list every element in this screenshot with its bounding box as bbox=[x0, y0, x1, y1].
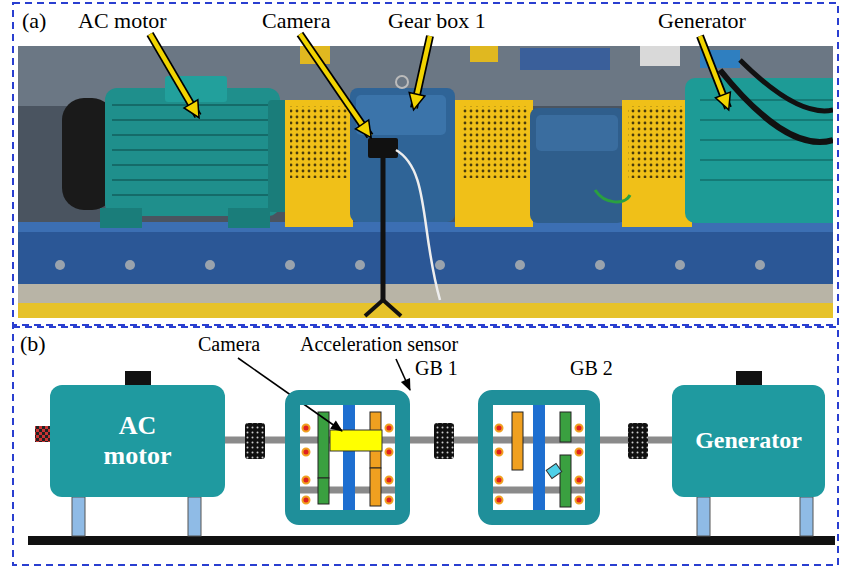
gearbox-heading: GB 1 bbox=[415, 357, 458, 380]
panel-frame bbox=[13, 327, 838, 565]
part-label: Acceleration sensor bbox=[300, 333, 458, 356]
gearbox-1-internals bbox=[290, 392, 405, 523]
machine-name: Generator bbox=[695, 427, 802, 455]
drive-shaft bbox=[600, 437, 672, 444]
part-label: AC motor bbox=[78, 8, 167, 33]
part-label: Gear box 1 bbox=[388, 8, 486, 33]
end-coupling bbox=[35, 426, 51, 442]
part-label: Camera bbox=[262, 8, 330, 33]
drive-shaft bbox=[410, 437, 478, 444]
panel-tag: (b) bbox=[20, 331, 46, 356]
gearbox-2-internals bbox=[483, 392, 595, 523]
callout-arrows bbox=[150, 34, 728, 136]
drive-shaft bbox=[225, 437, 285, 444]
machine-box: AC motor bbox=[50, 385, 225, 497]
photo-scene bbox=[18, 46, 833, 318]
gearbox-heading: GB 2 bbox=[570, 357, 613, 380]
gearbox-housing: GB 2 bbox=[478, 390, 600, 525]
machine-name: AC motor bbox=[96, 411, 180, 471]
panel-frame bbox=[13, 3, 838, 325]
part-label: Generator bbox=[658, 8, 746, 33]
machine-box: Generator bbox=[672, 385, 825, 497]
panel-tag: (a) bbox=[22, 8, 46, 33]
gearbox-housing: GB 1 bbox=[285, 390, 410, 525]
machine-legs bbox=[72, 497, 813, 536]
base-bar bbox=[28, 536, 835, 545]
part-label: Camera bbox=[198, 333, 260, 356]
